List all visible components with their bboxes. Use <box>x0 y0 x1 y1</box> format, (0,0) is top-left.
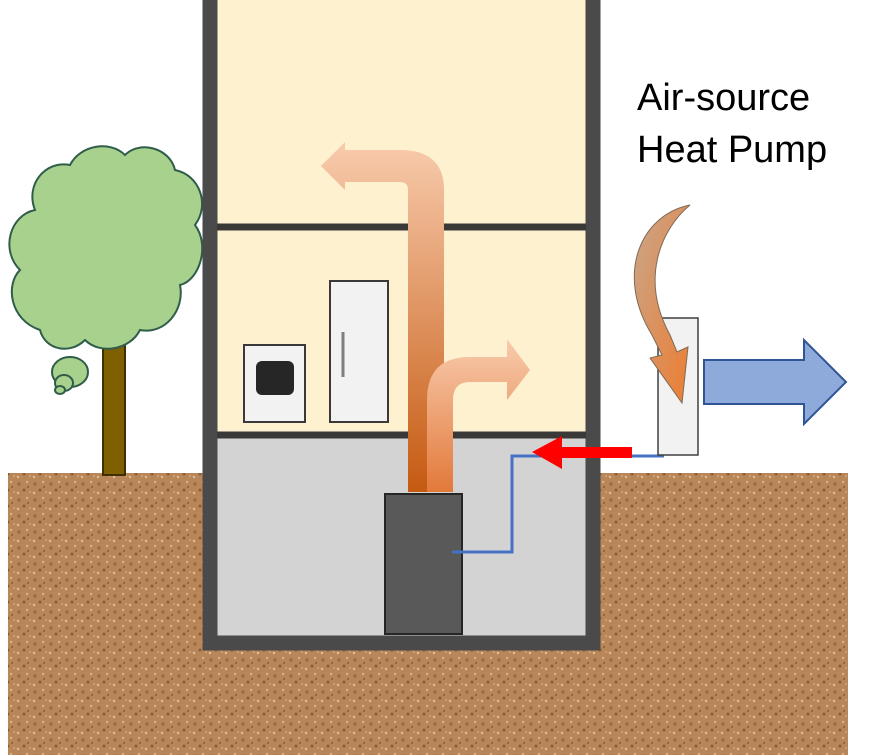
tree-icon <box>8 145 204 476</box>
curved-intake-arrow <box>633 204 691 405</box>
heat-transfer-arrow <box>532 436 632 469</box>
diagram-caption: Air-source Heat Pump <box>637 77 827 171</box>
blue-exhaust-arrow <box>703 337 848 427</box>
caption-line-2: Heat Pump <box>637 129 827 171</box>
air-handler-unit <box>384 493 463 635</box>
washing-machine-icon <box>243 344 306 423</box>
caption-line-1: Air-source <box>637 77 810 119</box>
warm-air-arrows <box>321 142 530 492</box>
refrigerator-icon <box>329 280 389 423</box>
